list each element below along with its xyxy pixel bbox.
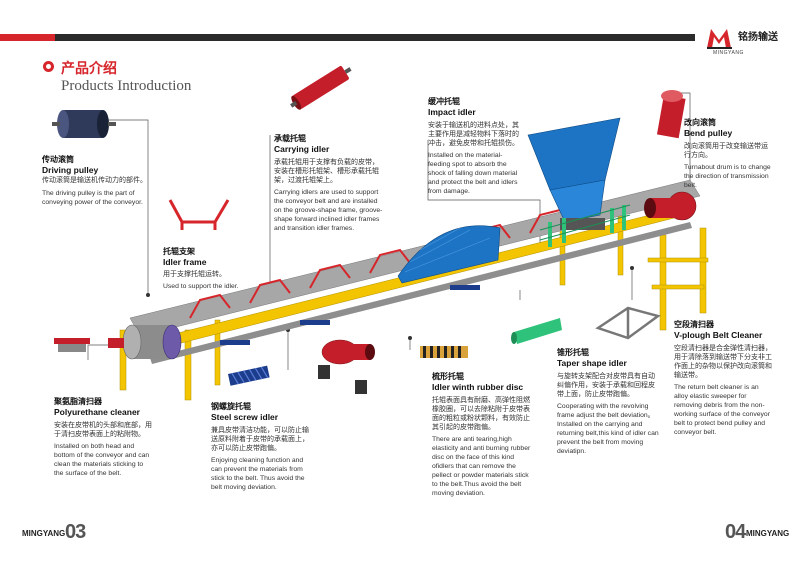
driving-title-cn: 传动滚筒 [42, 155, 74, 164]
brand-logo [705, 26, 745, 50]
poly-desc-cn: 安装在皮带机的头部和底部，用于清扫皮带表面上的粘附物。 [54, 421, 152, 438]
bend-desc-en: Turnabout drum is to change the directio… [684, 164, 771, 189]
taper-title-en: Taper shape idler [557, 358, 627, 368]
carrying-title-cn: 承载托辊 [274, 134, 306, 143]
impact-title-en: Impact idler [428, 107, 476, 117]
steelscrew-desc-cn: 兼具皮带清洁功能，可以防止输送原料附着于皮带的承载面上，亦可以防止皮带跑偏。 [211, 426, 309, 452]
callout-carrying-idler: 承载托辊 Carrying idler 承载托辊用于支撑有负载的皮带，安装在槽形… [274, 134, 384, 233]
brand-name-cn: 铭扬输送 [738, 32, 778, 43]
page-number-left: 03 [65, 521, 86, 543]
rubberdisc-title-cn: 梳形托辊 [432, 372, 464, 381]
section-title-cn: 产品介绍 [61, 61, 117, 77]
poly-title-en: Polyurethane cleaner [54, 407, 140, 417]
section-title-en: Products Introduction [61, 78, 192, 94]
bend-title-cn: 改向滚筒 [684, 118, 716, 127]
impact-desc-en: Installed on the material-feeding spot t… [428, 152, 518, 195]
idlerframe-title-cn: 托辊支架 [163, 247, 195, 256]
vplough-title-en: V-plough Belt Cleaner [674, 330, 763, 340]
callout-bend-pulley: 改向滚筒 Bend pulley 改向滚筒用于改变输送带运行方向。 Turnab… [684, 118, 774, 190]
brand-name-en: MINGYANG [713, 50, 744, 56]
callout-impact-idler: 缓冲托辊 Impact idler 安装于输送机的进料点处，其主要作用是减轻物料… [428, 97, 523, 196]
impact-title-cn: 缓冲托辊 [428, 97, 460, 106]
callout-driving-pulley: 传动滚筒 Driving pulley 传动滚筒是输送机传动力的部件。 The … [42, 155, 152, 207]
rubberdisc-desc-cn: 托辊表面具有耐磨、高弹性阻燃橡胶圈，可以去除粘附于皮带表面的粗粒或粉状颗料，有效… [432, 396, 530, 431]
driving-desc-cn: 传动滚筒是输送机传动力的部件。 [42, 176, 147, 184]
header-red-bar [0, 34, 55, 41]
idlerframe-desc-cn: 用于支撑托辊运转。 [163, 270, 226, 278]
steelscrew-title-cn: 钢螺旋托辊 [211, 402, 251, 411]
taper-desc-en: Cooperating with the revolving frame adj… [557, 403, 659, 455]
poly-title-cn: 聚氨脂清扫器 [54, 397, 102, 406]
callout-steel-screw-idler: 钢螺旋托辊 Steel screw idler 兼具皮带清洁功能，可以防止输送原… [211, 402, 311, 492]
section-bullet-icon [43, 61, 54, 72]
callout-taper-idler: 锥形托辊 Taper shape idler 与旋转支架配合对皮带具有自动纠偏作… [557, 348, 661, 456]
rubberdisc-title-en: Idler winth rubber disc [432, 382, 524, 392]
impact-desc-cn: 安装于输送机的进料点处，其主要作用是减轻物料下落时的冲击，避免皮带和托辊损伤。 [428, 121, 519, 147]
steelscrew-title-en: Steel screw idler [211, 412, 279, 422]
steelscrew-desc-en: Enjoying cleaning function and can preve… [211, 457, 305, 491]
bend-title-en: Bend pulley [684, 128, 733, 138]
idlerframe-desc-en: Used to support the idler. [163, 283, 239, 290]
bend-desc-cn: 改向滚筒用于改变输送带运行方向。 [684, 142, 768, 159]
callout-rubber-disc-idler: 梳形托辊 Idler winth rubber disc 托辊表面具有耐磨、高弹… [432, 372, 536, 498]
poly-desc-en: Installed on both head and bottom of the… [54, 443, 150, 477]
footer-brand-right: MINGYANG [746, 529, 790, 538]
vplough-desc-cn: 空段清扫器是合金弹性清扫器，用于清除落到输送带下分支非工作面上的杂物以保护改向滚… [674, 344, 772, 379]
page-number-right: 04 [725, 521, 746, 543]
vplough-desc-en: The return belt cleaner is an alloy elas… [674, 384, 770, 436]
callout-v-plough: 空段清扫器 V-plough Belt Cleaner 空段清扫器是合金弹性清扫… [674, 320, 774, 437]
rubberdisc-desc-en: There are anti tearing,high elasticity a… [432, 436, 531, 497]
callout-idler-frame: 托辊支架 Idler frame 用于支撑托辊运转。 Used to suppo… [163, 247, 263, 291]
carrying-desc-en: Carrying idlers are used to support the … [274, 189, 383, 232]
vplough-title-cn: 空段清扫器 [674, 320, 714, 329]
taper-desc-cn: 与旋转支架配合对皮带具有自动纠偏作用，安装于承载和回程皮带上面，防止皮带跑偏。 [557, 372, 655, 398]
taper-title-cn: 锥形托辊 [557, 348, 589, 357]
carrying-desc-cn: 承载托辊用于支撑有负载的皮带，安装在槽形托辊架、槽形承载托辊架，过渡托辊架上。 [274, 158, 379, 184]
footer-brand-left: MINGYANG [22, 529, 66, 538]
header-dark-bar [55, 34, 695, 41]
carrying-title-en: Carrying idler [274, 144, 330, 154]
callout-polyurethane-cleaner: 聚氨脂清扫器 Polyurethane cleaner 安装在皮带机的头部和底部… [54, 397, 152, 478]
driving-title-en: Driving pulley [42, 165, 99, 175]
driving-desc-en: The driving pulley is the part of convey… [42, 190, 143, 206]
idlerframe-title-en: Idler frame [163, 257, 207, 267]
